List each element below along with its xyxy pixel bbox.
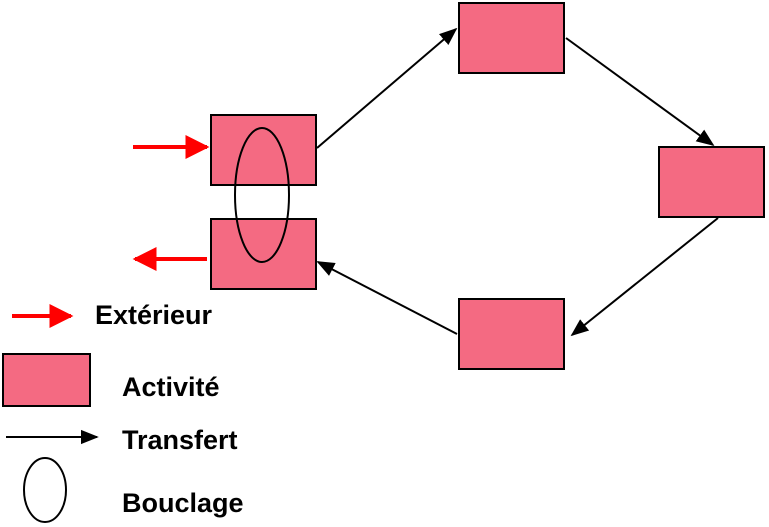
loop-ellipse <box>234 127 290 263</box>
legend-exterior-label: Extérieur <box>95 300 213 330</box>
legend-transfer-label: Transfert <box>122 425 238 455</box>
activity-box-bottom <box>458 298 565 370</box>
activity-box-top-left <box>210 114 317 186</box>
activity-box-top <box>458 2 565 74</box>
activity-box-right <box>658 146 765 218</box>
transfer-arrow-to-bottom-left <box>316 261 458 335</box>
transfer-arrow-to-right <box>565 37 715 147</box>
transfer-arrow-to-bottom <box>570 217 719 337</box>
transfer-arrow-to-top <box>316 27 458 149</box>
activity-box-bottom-left <box>210 218 317 290</box>
legend-activity-box <box>2 353 91 407</box>
legend-loop-ellipse <box>23 457 67 523</box>
legend: Extérieur Activité Transfert Bouclage <box>2 300 244 523</box>
legend-loop-label: Bouclage <box>122 488 244 518</box>
legend-activity-label: Activité <box>122 372 220 402</box>
